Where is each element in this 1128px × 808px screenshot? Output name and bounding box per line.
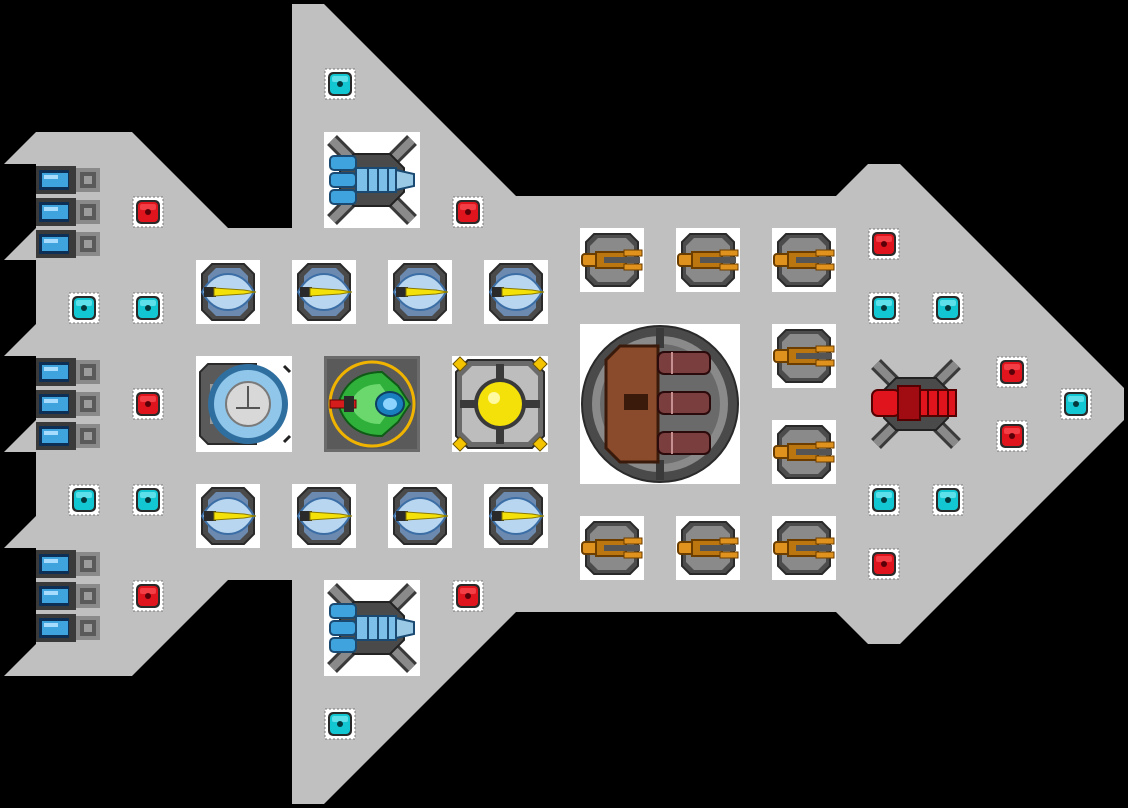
- laser-turret-4[interactable]: [196, 484, 260, 548]
- autocannon-0[interactable]: [580, 228, 644, 292]
- laser-turret-0[interactable]: [196, 260, 260, 324]
- cyan-shield-node-icon: [324, 68, 356, 100]
- autocannon-icon: [773, 521, 835, 575]
- red-reactor-node-7[interactable]: [452, 580, 484, 612]
- cyan-shield-node-icon: [932, 484, 964, 516]
- laser-turret-6[interactable]: [388, 484, 452, 548]
- triple-heavy-cannon-icon: [581, 325, 739, 483]
- hull-plating: [4, 4, 1124, 804]
- red-reactor-node-icon: [996, 356, 1028, 388]
- cyan-shield-node-icon: [132, 292, 164, 324]
- cyan-shield-node-icon: [1060, 388, 1092, 420]
- laser-turret-icon: [488, 487, 545, 545]
- cyan-shield-node-10[interactable]: [324, 708, 356, 740]
- laser-turret-icon: [296, 487, 353, 545]
- autocannon-1[interactable]: [676, 228, 740, 292]
- power-reactor-icon: [452, 356, 548, 452]
- cyan-shield-node-2[interactable]: [132, 292, 164, 324]
- cyan-shield-node-icon: [68, 484, 100, 516]
- laser-turret-icon: [392, 263, 449, 321]
- red-reactor-node-icon: [132, 580, 164, 612]
- red-reactor-node-icon: [996, 420, 1028, 452]
- red-reactor-node-8[interactable]: [868, 548, 900, 580]
- plasma-engine-icon: [327, 135, 417, 225]
- red-reactor-node-6[interactable]: [132, 580, 164, 612]
- red-reactor-node-icon: [868, 228, 900, 260]
- cyan-shield-node-icon: [324, 708, 356, 740]
- autocannon-icon: [677, 233, 739, 287]
- red-reactor-node-1[interactable]: [452, 196, 484, 228]
- laser-turret-2[interactable]: [388, 260, 452, 324]
- thruster-cluster-0[interactable]: [36, 164, 100, 260]
- red-engine-0[interactable]: [868, 356, 964, 452]
- autocannon-2[interactable]: [772, 228, 836, 292]
- autocannon-icon: [677, 521, 739, 575]
- plasma-engine-0[interactable]: [324, 132, 420, 228]
- cyan-shield-node-8[interactable]: [868, 484, 900, 516]
- command-core-icon: [324, 356, 420, 452]
- autocannon-icon: [581, 233, 643, 287]
- cyan-shield-node-3[interactable]: [868, 292, 900, 324]
- triple-heavy-cannon-0[interactable]: [580, 324, 740, 484]
- cyan-shield-node-1[interactable]: [68, 292, 100, 324]
- laser-turret-icon: [488, 263, 545, 321]
- cyan-shield-node-9[interactable]: [932, 484, 964, 516]
- red-reactor-node-icon: [868, 548, 900, 580]
- shield-generator-0[interactable]: [196, 356, 292, 452]
- cyan-shield-node-6[interactable]: [68, 484, 100, 516]
- laser-turret-3[interactable]: [484, 260, 548, 324]
- power-reactor-0[interactable]: [452, 356, 548, 452]
- autocannon-icon: [773, 425, 835, 479]
- plasma-engine-icon: [327, 583, 417, 673]
- shield-generator-icon: [199, 363, 292, 445]
- thruster-cluster-1[interactable]: [36, 356, 100, 452]
- autocannon-4[interactable]: [772, 420, 836, 484]
- cyan-shield-node-icon: [132, 484, 164, 516]
- laser-turret-1[interactable]: [292, 260, 356, 324]
- autocannon-6[interactable]: [676, 516, 740, 580]
- laser-turret-icon: [392, 487, 449, 545]
- autocannon-icon: [773, 233, 835, 287]
- autocannon-3[interactable]: [772, 324, 836, 388]
- laser-turret-icon: [200, 487, 257, 545]
- red-reactor-node-4[interactable]: [996, 356, 1028, 388]
- red-reactor-node-icon: [132, 196, 164, 228]
- cyan-shield-node-icon: [68, 292, 100, 324]
- thruster-cluster-icon: [36, 358, 100, 450]
- autocannon-icon: [581, 521, 643, 575]
- red-reactor-node-icon: [132, 388, 164, 420]
- red-reactor-node-icon: [452, 580, 484, 612]
- cyan-shield-node-icon: [868, 292, 900, 324]
- red-reactor-node-2[interactable]: [868, 228, 900, 260]
- cyan-shield-node-7[interactable]: [132, 484, 164, 516]
- autocannon-5[interactable]: [580, 516, 644, 580]
- red-reactor-node-icon: [452, 196, 484, 228]
- laser-turret-icon: [296, 263, 353, 321]
- red-reactor-node-0[interactable]: [132, 196, 164, 228]
- cyan-shield-node-4[interactable]: [932, 292, 964, 324]
- plasma-engine-1[interactable]: [324, 580, 420, 676]
- thruster-cluster-2[interactable]: [36, 548, 100, 644]
- cyan-shield-node-0[interactable]: [324, 68, 356, 100]
- cyan-shield-node-icon: [932, 292, 964, 324]
- red-engine-icon: [871, 359, 961, 449]
- laser-turret-7[interactable]: [484, 484, 548, 548]
- cyan-shield-node-icon: [868, 484, 900, 516]
- red-reactor-node-3[interactable]: [132, 388, 164, 420]
- autocannon-icon: [773, 329, 835, 383]
- command-core-0[interactable]: [324, 356, 420, 452]
- laser-turret-icon: [200, 263, 257, 321]
- laser-turret-5[interactable]: [292, 484, 356, 548]
- thruster-cluster-icon: [36, 166, 100, 258]
- red-reactor-node-5[interactable]: [996, 420, 1028, 452]
- thruster-cluster-icon: [36, 550, 100, 642]
- cyan-shield-node-5[interactable]: [1060, 388, 1092, 420]
- autocannon-7[interactable]: [772, 516, 836, 580]
